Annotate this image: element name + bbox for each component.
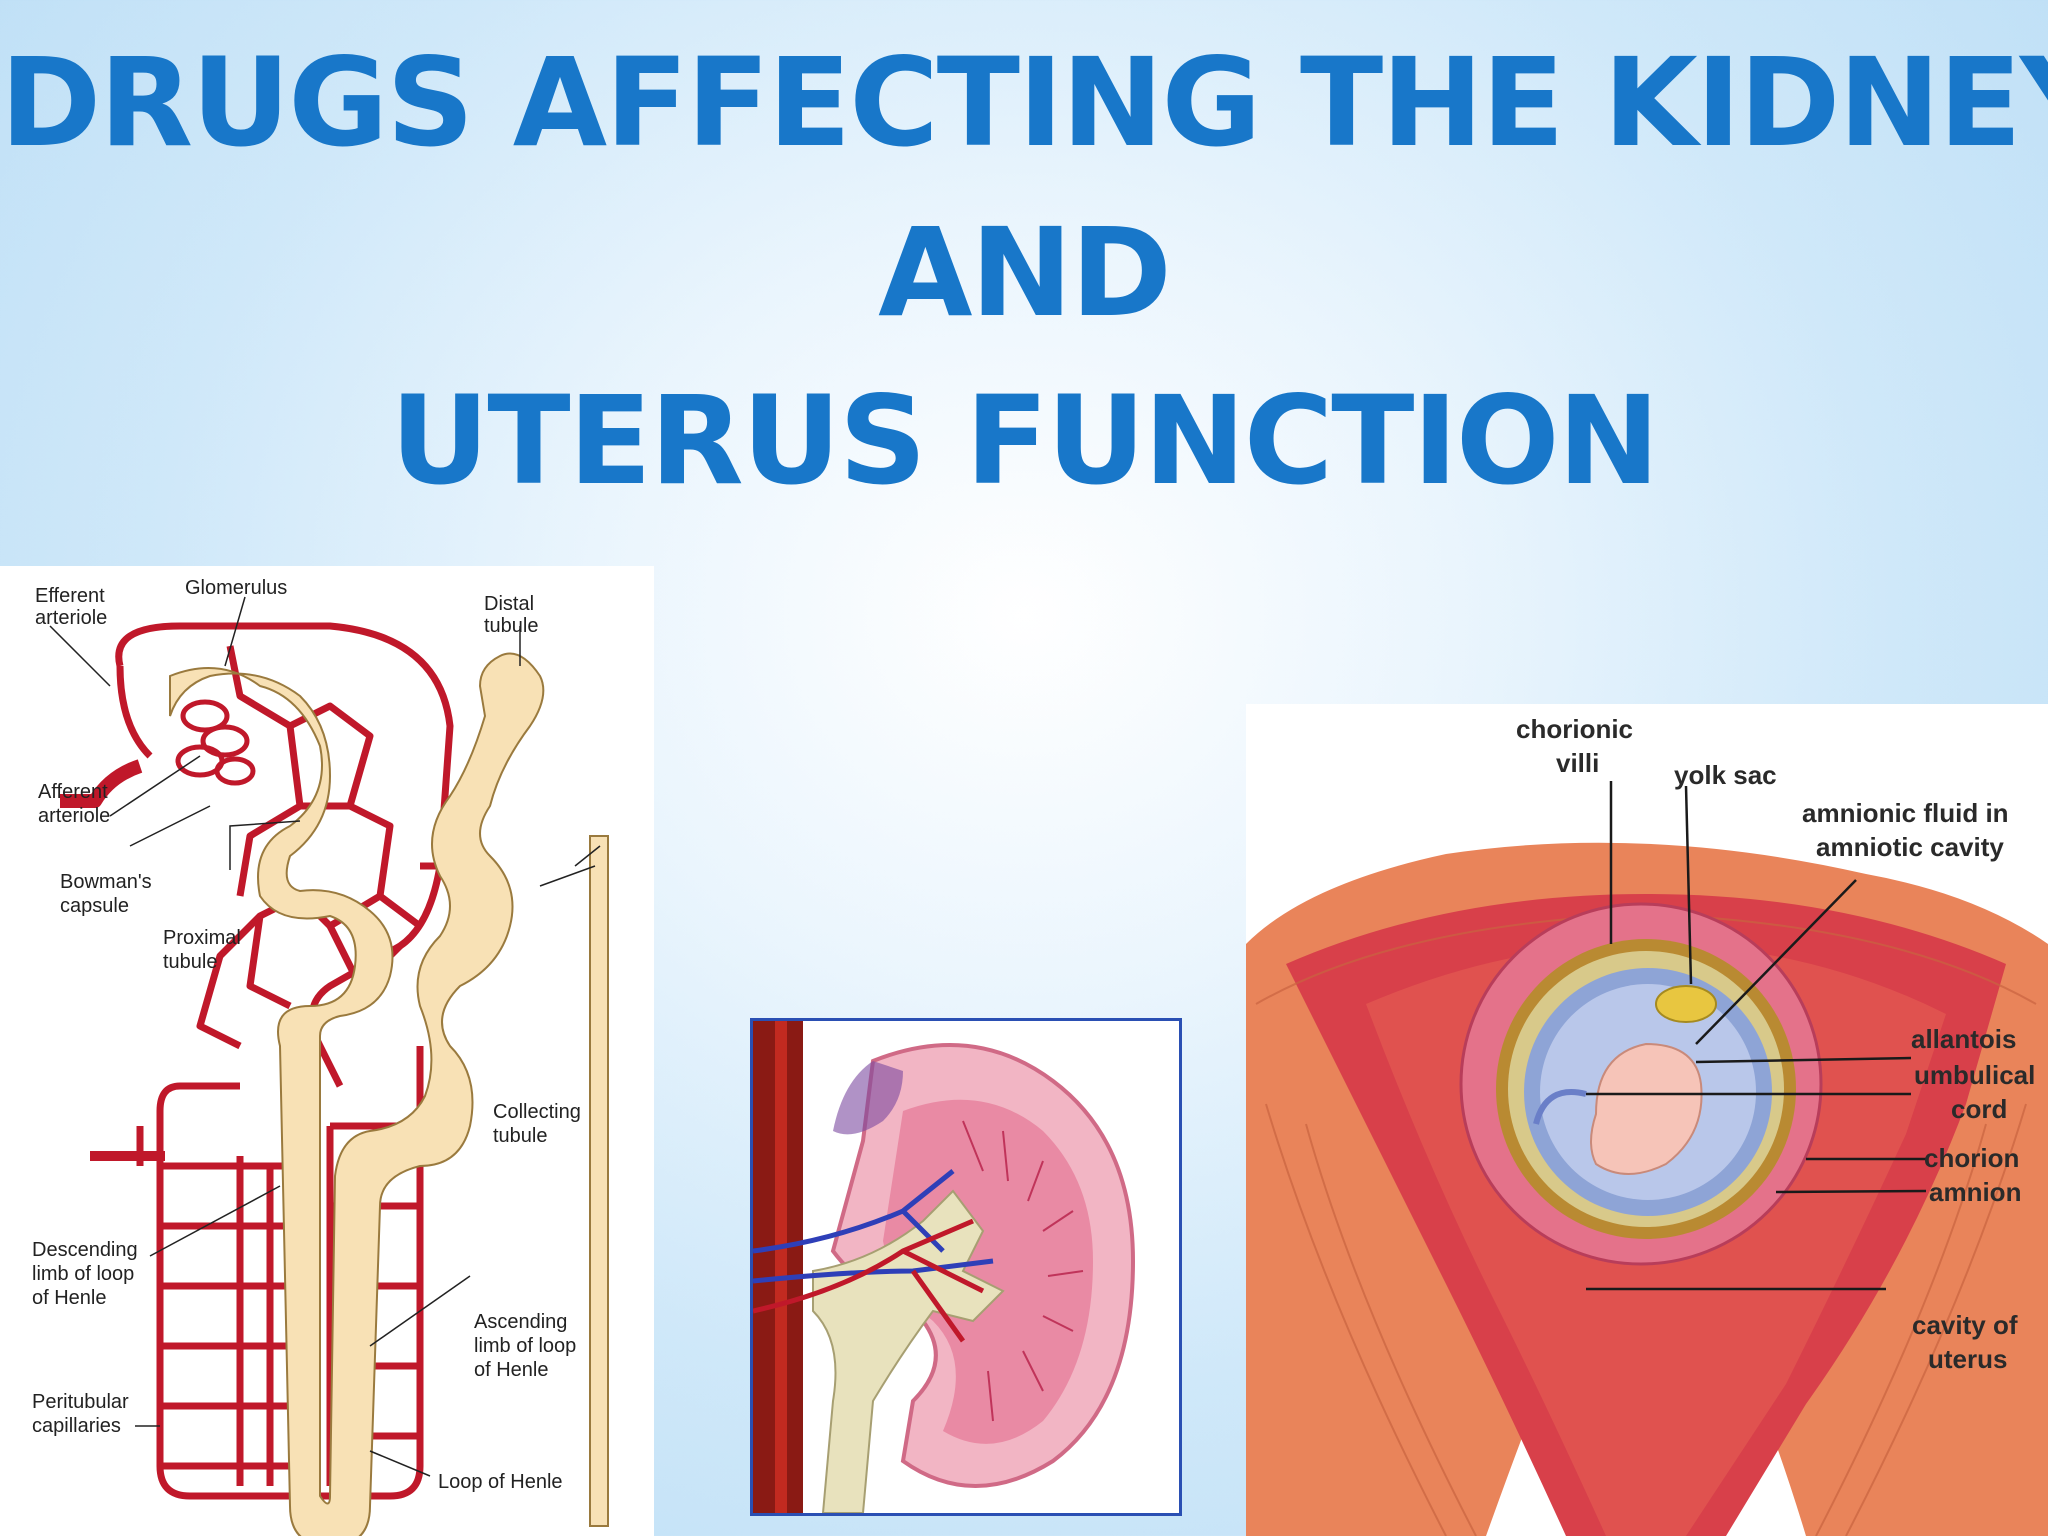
label-afferent-arteriole-1: Afferent [38, 781, 108, 803]
label-collecting-tubule-1: Collecting [493, 1101, 581, 1123]
label-peritubular-capillaries-1: Peritubular [32, 1391, 129, 1413]
renal-tubule [169, 652, 609, 1536]
label-yolk-sac: yolk sac [1674, 760, 1777, 790]
label-cavity-of-uterus-1: cavity of [1912, 1310, 2018, 1340]
nephron-illustration: Efferent arteriole Glomerulus Distal tub… [32, 577, 609, 1536]
label-chorion: chorion [1924, 1143, 2019, 1173]
slide-title-line-1: DRUGS AFFECTING THE KIDNEY [0, 32, 2048, 174]
label-cavity-of-uterus-2: uterus [1928, 1344, 2007, 1374]
label-distal-tubule-1: Distal [484, 593, 534, 615]
label-collecting-tubule-2: tubule [493, 1125, 548, 1147]
label-descending-limb-2: limb of loop [32, 1263, 134, 1285]
label-ascending-limb-2: limb of loop [474, 1335, 576, 1357]
uterus-illustration: chorionic villi yolk sac amnionic fluid … [1246, 714, 2048, 1536]
label-efferent-arteriole-1: Efferent [35, 585, 105, 607]
label-amnion: amnion [1929, 1177, 2021, 1207]
peritubular-capillaries-network [60, 622, 460, 1500]
label-proximal-tubule-1: Proximal [163, 927, 241, 949]
label-glomerulus: Glomerulus [185, 577, 287, 599]
label-chorionic-villi-2: villi [1556, 748, 1599, 778]
label-umbilical-cord-2: cord [1951, 1094, 2007, 1124]
label-bowmans-capsule-1: Bowman's [60, 871, 152, 893]
slide-title-line-3: UTERUS FUNCTION [390, 370, 1659, 512]
label-descending-limb-1: Descending [32, 1239, 138, 1261]
label-ascending-limb-1: Ascending [474, 1311, 567, 1333]
label-allantois: allantois [1911, 1024, 2016, 1054]
label-loop-of-henle: Loop of Henle [438, 1471, 563, 1493]
slide-title-line-2: AND [878, 202, 1172, 344]
glomerulus-capillaries [175, 699, 256, 786]
kidney-illustration [753, 1021, 1136, 1513]
label-afferent-arteriole-2: arteriole [38, 805, 110, 827]
label-descending-limb-3: of Henle [32, 1287, 107, 1309]
label-bowmans-capsule-2: capsule [60, 895, 129, 917]
label-chorionic-villi-1: chorionic [1516, 714, 1633, 744]
nephron-diagram: Efferent arteriole Glomerulus Distal tub… [0, 566, 654, 1536]
label-distal-tubule-2: tubule [484, 615, 539, 637]
label-umbilical-cord-1: umbulical [1914, 1060, 2035, 1090]
label-amnionic-fluid-2: amniotic cavity [1816, 832, 2004, 862]
label-ascending-limb-3: of Henle [474, 1359, 549, 1381]
label-amnionic-fluid-1: amnionic fluid in [1802, 798, 2009, 828]
label-efferent-arteriole-2: arteriole [35, 607, 107, 629]
kidney-cross-section [750, 1018, 1182, 1516]
label-peritubular-capillaries-2: capillaries [32, 1415, 121, 1437]
uterus-pregnancy-diagram: chorionic villi yolk sac amnionic fluid … [1246, 704, 2048, 1536]
label-proximal-tubule-2: tubule [163, 951, 218, 973]
